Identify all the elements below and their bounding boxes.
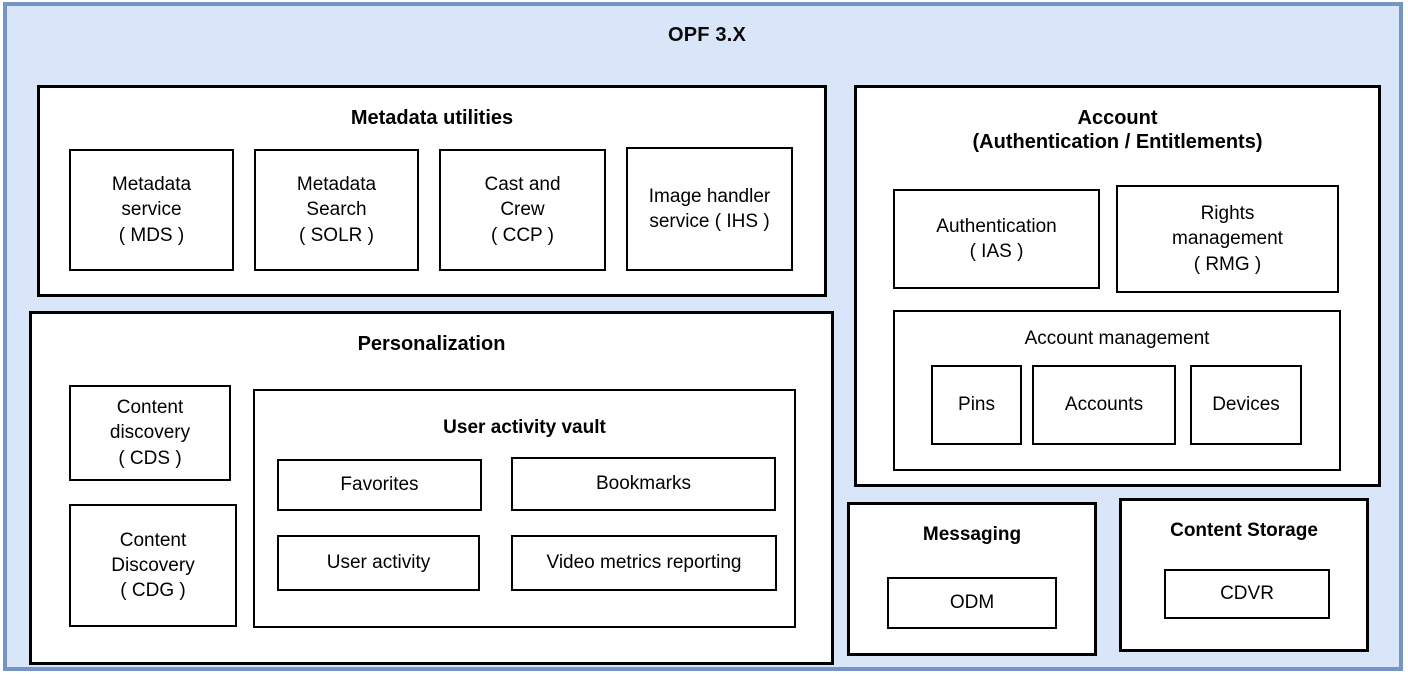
node-cdvr[interactable]: CDVR <box>1164 569 1330 619</box>
node-pins[interactable]: Pins <box>931 365 1022 445</box>
node-content-discovery-cdg[interactable]: Content Discovery ( CDG ) <box>69 504 237 627</box>
group-title-account: Account (Authentication / Entitlements) <box>972 107 1263 153</box>
node-authentication-ias[interactable]: Authentication ( IAS ) <box>893 189 1100 289</box>
group-content-storage[interactable]: Content Storage CDVR <box>1119 498 1369 652</box>
group-title-personalization: Personalization <box>357 333 506 355</box>
group-title-messaging: Messaging <box>922 524 1022 545</box>
group-messaging[interactable]: Messaging ODM <box>847 502 1097 656</box>
node-content-discovery-cds[interactable]: Content discovery ( CDS ) <box>69 385 231 481</box>
node-image-handler-service[interactable]: Image handler service ( IHS ) <box>626 147 793 271</box>
page-title: OPF 3.X <box>667 24 747 46</box>
node-odm[interactable]: ODM <box>887 577 1057 629</box>
node-video-metrics-reporting[interactable]: Video metrics reporting <box>511 535 777 591</box>
node-user-activity[interactable]: User activity <box>277 535 480 591</box>
group-personalization[interactable]: Personalization Content discovery ( CDS … <box>29 311 834 665</box>
subgroup-user-activity-vault[interactable]: User activity vault Favorites Bookmarks … <box>253 389 796 628</box>
node-devices[interactable]: Devices <box>1190 365 1302 445</box>
subgroup-account-management[interactable]: Account management Pins Accounts Devices <box>893 310 1341 471</box>
node-favorites[interactable]: Favorites <box>277 459 482 511</box>
node-metadata-search[interactable]: Metadata Search ( SOLR ) <box>254 149 419 271</box>
group-account[interactable]: Account (Authentication / Entitlements) … <box>854 85 1381 487</box>
opf-platform-frame: OPF 3.X Metadata utilities Metadata serv… <box>3 2 1403 671</box>
group-title-content-storage: Content Storage <box>1170 520 1318 541</box>
node-metadata-service[interactable]: Metadata service ( MDS ) <box>69 149 234 271</box>
subgroup-title-user-activity-vault: User activity vault <box>443 417 606 438</box>
group-title-metadata-utilities: Metadata utilities <box>350 107 514 129</box>
node-bookmarks[interactable]: Bookmarks <box>511 457 776 511</box>
node-accounts[interactable]: Accounts <box>1032 365 1176 445</box>
node-cast-and-crew[interactable]: Cast and Crew ( CCP ) <box>439 149 606 271</box>
subgroup-title-account-management: Account management <box>1024 328 1210 349</box>
group-metadata-utilities[interactable]: Metadata utilities Metadata service ( MD… <box>37 85 827 297</box>
node-rights-management-rmg[interactable]: Rights management ( RMG ) <box>1116 185 1339 293</box>
